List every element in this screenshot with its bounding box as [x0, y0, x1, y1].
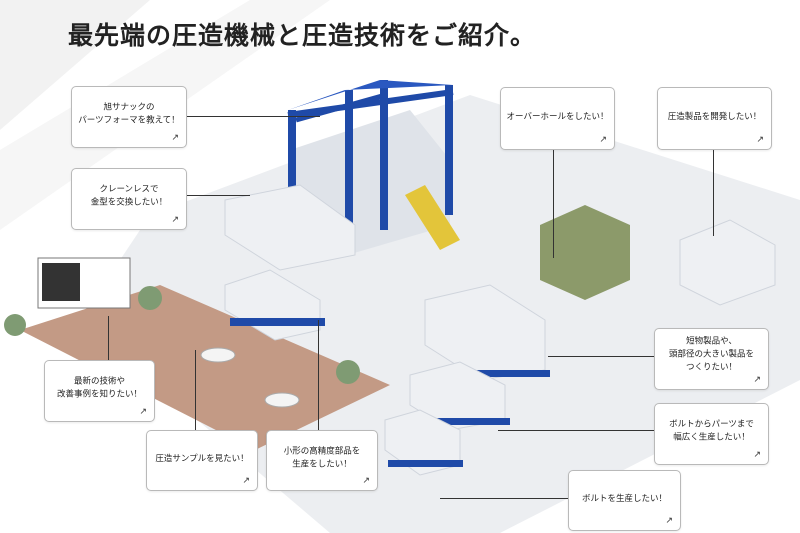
plant: [336, 360, 360, 384]
frame-post: [445, 85, 453, 215]
callout-samples[interactable]: 圧造サンプルを見たい！ ↗: [146, 430, 258, 491]
plant: [4, 314, 26, 336]
callout-label: クレーンレスで 金型を交換したい！: [90, 184, 168, 208]
machine-base: [430, 370, 550, 377]
leader-line: [185, 195, 250, 196]
wood-floor: [20, 285, 390, 450]
frame-post: [380, 80, 388, 230]
callout-label: 短物製品や、 頭部径の大きい製品を つくりたい！: [668, 336, 754, 373]
arrow-icon: ↗: [753, 375, 761, 385]
arrow-icon: ↗: [242, 476, 250, 486]
callout-label: 最新の技術や 改善事例を知りたい！: [56, 376, 142, 400]
callout-develop[interactable]: 圧造製品を開発したい！ ↗: [657, 87, 772, 150]
machine-base: [230, 318, 325, 326]
page-title: 最先端の圧造機械と圧造技術をご紹介。: [68, 21, 537, 50]
callout-label: 小形の高精度部品を 生産をしたい！: [283, 445, 361, 469]
callout-label: 圧造製品を開発したい！: [667, 111, 762, 122]
frame-beam: [287, 89, 454, 118]
callout-parts-former[interactable]: 旭サナックの パーツフォーマを教えて！ ↗: [71, 86, 187, 148]
machine-base: [410, 418, 510, 425]
stairs: [405, 185, 460, 250]
leader-line: [440, 498, 568, 499]
leader-line: [108, 316, 109, 360]
leader-line: [185, 116, 320, 117]
overhaul-machine: [540, 205, 630, 300]
leader-line: [195, 350, 196, 430]
callout-latest-tech[interactable]: 最新の技術や 改善事例を知りたい！ ↗: [44, 360, 155, 422]
callout-label: 圧造サンプルを見たい！: [155, 453, 249, 464]
frame-top: [288, 80, 453, 110]
plant: [138, 286, 162, 310]
frame-post: [288, 110, 296, 240]
arrow-icon: ↗: [599, 135, 607, 145]
arrow-icon: ↗: [665, 516, 673, 526]
leader-line: [548, 356, 654, 357]
frame-post: [345, 90, 353, 255]
sample-table: [200, 347, 236, 363]
arrow-icon: ↗: [171, 133, 179, 143]
callout-small-precision[interactable]: 小形の高精度部品を 生産をしたい！ ↗: [266, 430, 378, 491]
sample-table: [264, 392, 300, 408]
leader-line: [498, 430, 654, 431]
callout-bolt-parts[interactable]: ボルトからパーツまで 幅広く生産したい！ ↗: [654, 403, 769, 465]
callout-label: オーバーホールをしたい！: [506, 111, 609, 122]
arrow-icon: ↗: [756, 135, 764, 145]
callout-craneless[interactable]: クレーンレスで 金型を交換したい！ ↗: [71, 168, 187, 230]
arrow-icon: ↗: [171, 215, 179, 225]
callout-short-products[interactable]: 短物製品や、 頭部径の大きい製品を つくりたい！ ↗: [654, 328, 769, 390]
leader-line: [713, 148, 714, 236]
callout-label: ボルトを生産したい！: [581, 493, 667, 504]
arrow-icon: ↗: [753, 450, 761, 460]
leader-line: [318, 320, 319, 430]
machine-base: [388, 460, 463, 467]
arrow-icon: ↗: [362, 476, 370, 486]
bg-stripe: [0, 0, 150, 130]
arrow-icon: ↗: [139, 407, 147, 417]
callout-overhaul[interactable]: オーバーホールをしたい！ ↗: [500, 87, 615, 150]
machine: [679, 219, 776, 306]
leader-line: [553, 148, 554, 258]
callout-bolts[interactable]: ボルトを生産したい！ ↗: [568, 470, 681, 531]
callout-label: 旭サナックの パーツフォーマを教えて！: [78, 102, 180, 126]
display-screen: [42, 263, 80, 301]
machine: [224, 184, 356, 271]
callout-label: ボルトからパーツまで 幅広く生産したい！: [669, 419, 754, 443]
